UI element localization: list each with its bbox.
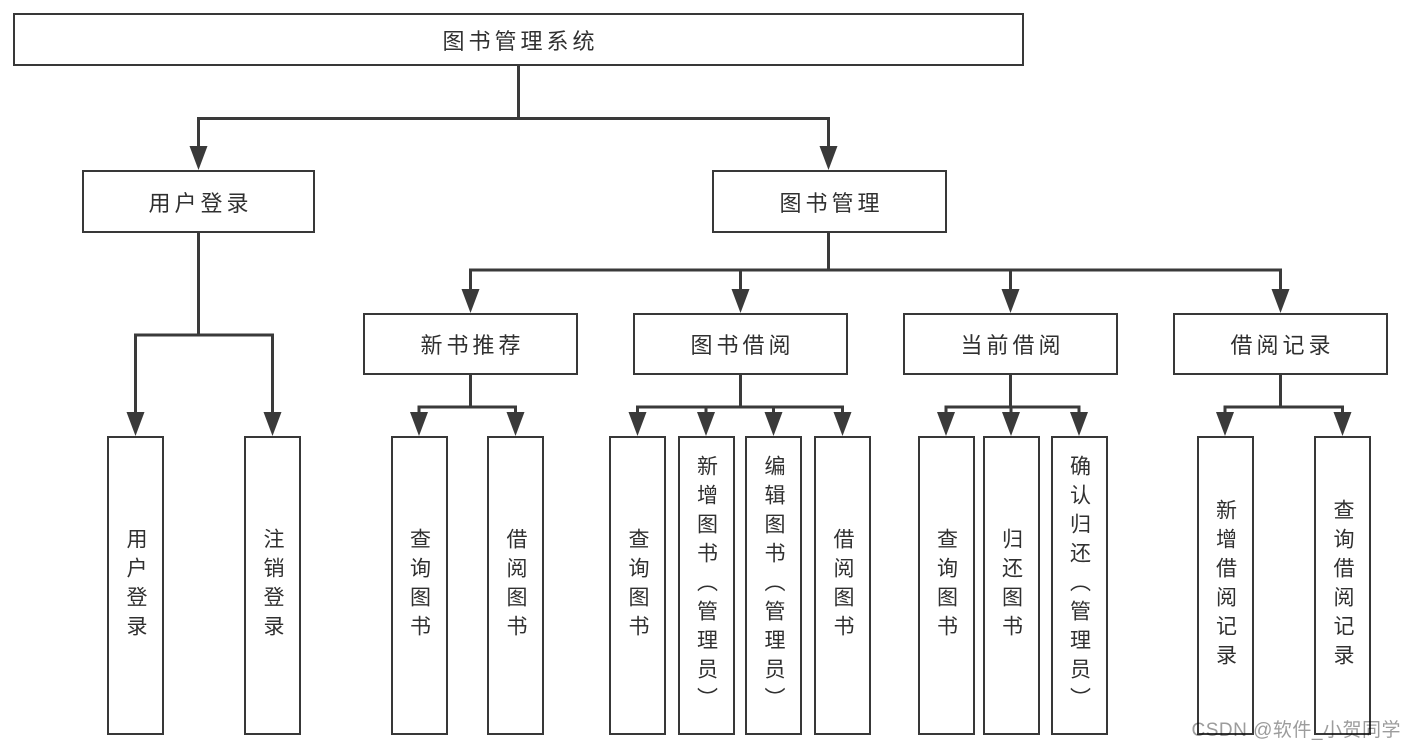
node-leaf-add-borrow-record: 新增借阅记录 [1196,436,1254,735]
csdn-watermark: CSDN @软件_小贺同学 [1191,720,1401,741]
node-label: 查询借阅记录 [1331,498,1354,673]
node-leaf-confirm-return-admin: 确认归还（管理员） [1050,436,1108,735]
node-label: 图书借阅 [690,333,795,358]
node-current-borrow: 当前借阅 [903,313,1118,375]
node-label: 新增图书（管理员） [694,455,718,716]
node-leaf-edit-book-admin: 编辑图书（管理员） [745,436,802,735]
node-label: 用户登录 [148,190,253,216]
node-leaf-borrow-books-2: 借阅图书 [814,436,871,735]
arrowheads [126,146,1352,436]
node-label: 用户登录 [124,527,147,644]
node-leaf-user-login: 用户登录 [107,436,164,735]
node-leaf-query-books-3: 查询图书 [917,436,975,735]
node-library-system: 图书管理系统 [13,13,1024,66]
node-borrow-records: 借阅记录 [1173,313,1388,375]
node-label: 借阅图书 [504,527,527,644]
node-label: 新书推荐 [420,333,525,358]
node-label: 图书管理系统 [442,28,599,54]
node-label: 图书管理 [779,190,884,216]
node-label: 借阅图书 [831,527,854,644]
node-leaf-query-books-2: 查询图书 [609,436,666,735]
node-user-login: 用户登录 [82,170,315,233]
node-label: 归还图书 [999,527,1023,644]
node-label: 查询图书 [934,527,958,644]
node-label: 编辑图书（管理员） [762,455,785,716]
node-label: 查询图书 [407,527,431,644]
node-book-management: 图书管理 [712,170,947,233]
node-leaf-query-borrow-record: 查询借阅记录 [1314,436,1371,735]
node-label: 新增借阅记录 [1213,498,1237,673]
node-leaf-return-book: 归还图书 [982,436,1040,735]
node-leaf-logout: 注销登录 [244,436,301,735]
node-book-borrow: 图书借阅 [633,313,848,375]
node-leaf-add-book-admin: 新增图书（管理员） [677,436,735,735]
node-label: 查询图书 [626,527,649,644]
node-leaf-borrow-books-1: 借阅图书 [487,436,544,735]
node-new-book-recommend: 新书推荐 [363,313,578,375]
node-label: 确认归还（管理员） [1067,455,1091,716]
node-label: 当前借阅 [960,333,1065,358]
node-label: 借阅记录 [1230,333,1335,358]
node-label: 注销登录 [261,527,284,644]
node-leaf-query-books-1: 查询图书 [390,436,448,735]
